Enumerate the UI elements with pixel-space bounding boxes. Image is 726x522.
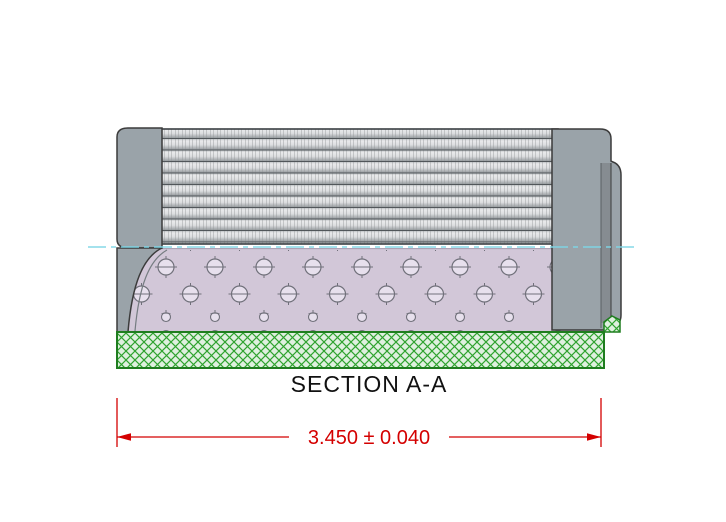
arrowhead-left-icon — [117, 433, 131, 441]
end-cap-left — [116, 127, 168, 333]
perforation-holes-small — [122, 314, 608, 332]
gasket-hatch — [116, 315, 621, 369]
gasket-right-corner — [603, 315, 621, 333]
end-cap-right-shell — [601, 163, 611, 323]
perforation-holes — [122, 250, 608, 314]
perforated-core — [120, 248, 612, 332]
end-cap-right — [551, 128, 622, 331]
dimension: 3.450 ± 0.040 — [116, 398, 602, 449]
filter-mesh — [157, 128, 559, 245]
arrowhead-right-icon — [587, 433, 601, 441]
dimension-text: 3.450 ± 0.040 — [308, 427, 430, 449]
section-label: SECTION A-A — [291, 371, 448, 397]
